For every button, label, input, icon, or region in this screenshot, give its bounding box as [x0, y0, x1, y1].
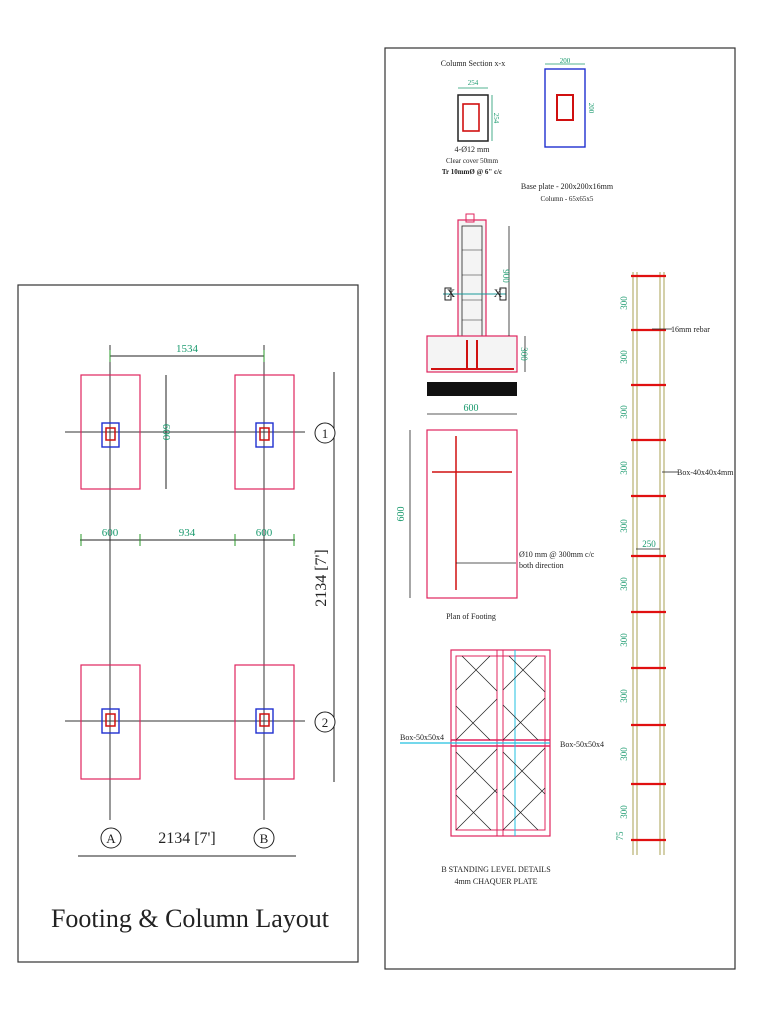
- right-sheet: Column Section x-x 254 254 4-Ø12 mm Clea…: [384, 47, 736, 970]
- svg-text:300: 300: [619, 405, 629, 419]
- grid-lines: [65, 345, 305, 820]
- grid-bubble-a: A: [100, 827, 122, 849]
- svg-text:300: 300: [619, 519, 629, 533]
- svg-text:300: 300: [619, 577, 629, 591]
- column-section: Column Section x-x 254 254 4-Ø12 mm Clea…: [441, 59, 505, 176]
- ladder-rungs: [631, 274, 666, 842]
- layout-title: Footing & Column Layout: [51, 904, 330, 933]
- column-note-2: Clear cover 50mm: [446, 157, 499, 165]
- footing-elevation: X X 900 300 600: [426, 213, 529, 415]
- section-mark-x-left: X: [447, 286, 456, 300]
- left-sheet: 1534 600 600 934 600 2134 [7'] 2134 [7']…: [17, 284, 359, 963]
- base-plate-label: Base plate - 200x200x16mm: [521, 182, 614, 191]
- svg-text:2: 2: [322, 715, 329, 730]
- grid-bubble-b: B: [253, 827, 275, 849]
- footing-b2: [234, 664, 295, 780]
- platform-left-label: Box-50x50x4: [400, 733, 444, 742]
- dim-footing-height: 600: [160, 424, 172, 441]
- ladder-box-label: Box-40x40x4mm: [677, 468, 734, 477]
- elevation-dim-width: 600: [464, 403, 479, 414]
- ladder: 16mm rebar Box-40x40x4mm 250 300 300 300…: [615, 272, 734, 855]
- footing-a1: [80, 374, 141, 490]
- svg-text:300: 300: [619, 747, 629, 761]
- svg-text:300: 300: [619, 296, 629, 310]
- dim-vertical-total: 2134 [7']: [313, 549, 330, 607]
- plan-dim-side: 600: [396, 507, 407, 522]
- dim-horizontal-total: 2134 [7']: [158, 830, 216, 847]
- dim-footing-width-right: 600: [256, 527, 273, 539]
- elevation-dim-column: 900: [501, 269, 511, 283]
- svg-text:A: A: [106, 831, 116, 846]
- column-section-title: Column Section x-x: [441, 59, 505, 68]
- svg-text:300: 300: [619, 350, 629, 364]
- dim-footing-width-left: 600: [102, 527, 119, 539]
- grid-bubble-1: 1: [314, 422, 336, 444]
- svg-text:1: 1: [322, 426, 329, 441]
- ladder-rebar-label: 16mm rebar: [671, 325, 710, 334]
- svg-text:300: 300: [619, 689, 629, 703]
- right-sheet-border: [384, 47, 736, 970]
- base-plate-sub: Column - 65x65x5: [541, 195, 594, 203]
- base-plate-dim-top: 200: [560, 57, 571, 65]
- platform-title-1: B STANDING LEVEL DETAILS: [441, 865, 550, 874]
- ladder-width-dim: 250: [642, 539, 656, 549]
- standing-level-platform: Box-50x50x4 Box-50x50x4 B STANDING LEVEL…: [400, 649, 604, 886]
- svg-text:300: 300: [619, 805, 629, 819]
- plan-note-2: both direction: [519, 561, 564, 570]
- platform-right-label: Box-50x50x4: [560, 740, 604, 749]
- svg-text:300: 300: [619, 633, 629, 647]
- svg-text:B: B: [260, 831, 269, 846]
- column-note-3: Tr 10mmØ @ 6" c/c: [442, 168, 502, 176]
- grid-bubble-2: 2: [314, 711, 336, 733]
- base-plate: 200 200 Base plate - 200x200x16mm Column…: [521, 57, 614, 203]
- base-plate-dim-side: 200: [587, 103, 595, 114]
- svg-text:300: 300: [619, 461, 629, 475]
- footing-b1: [234, 374, 295, 490]
- dimension-lines: [78, 350, 335, 857]
- plan-title: Plan of Footing: [446, 612, 496, 621]
- column-section-dim-top: 254: [468, 79, 479, 87]
- section-mark-x-right: X: [494, 286, 503, 300]
- elevation-dim-footing: 300: [519, 347, 529, 361]
- column-note-1: 4-Ø12 mm: [455, 145, 491, 154]
- left-sheet-border: [17, 284, 359, 963]
- plan-of-footing: 600 Ø10 mm @ 300mm c/c both direction Pl…: [396, 429, 595, 621]
- dim-top-span: 1534: [176, 343, 199, 355]
- ladder-bottom-dim: 75: [615, 831, 625, 841]
- column-section-dim-side: 254: [492, 113, 500, 124]
- footing-a2: [80, 664, 141, 780]
- ladder-spacing-dims: 300 300 300 300 300 300 300 300 300 300 …: [615, 296, 629, 841]
- platform-title-2: 4mm CHAQUER PLATE: [454, 877, 537, 886]
- dim-gap: 934: [179, 527, 196, 539]
- plan-note-1: Ø10 mm @ 300mm c/c: [519, 550, 595, 559]
